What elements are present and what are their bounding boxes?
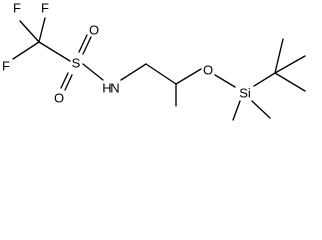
fluorine-atom-label: F	[41, 0, 49, 15]
bond-tertbutyl-to-right-methyl	[274, 55, 306, 74]
bond-nitrogen-to-ch2	[120, 63, 147, 81]
bond-cf3-to-sulfur	[38, 41, 71, 62]
bond-sulfur-to-oxygen-top-b	[82, 36, 92, 55]
bond-sulfur-to-nitrogen	[82, 63, 104, 81]
bond-sulfur-to-oxygen-bottom-b	[64, 74, 73, 91]
bond-cf3-to-f-top-left	[19, 20, 40, 43]
bond-silicon-to-tertbutyl-carbon	[253, 72, 276, 87]
bond-ch-to-ether-oxygen	[175, 68, 202, 85]
bond-silicon-to-methyl-right	[251, 100, 271, 119]
bond-cf3-to-f-top-right	[38, 17, 46, 43]
chemical-structure-diagram: F F F S O O N H O Si	[2, 0, 306, 121]
bond-cf3-to-f-left	[12, 41, 40, 60]
bond-ether-oxygen-to-silicon	[214, 74, 236, 88]
silicon-atom-label: Si	[239, 85, 251, 100]
hydrogen-atom-label: H	[102, 80, 111, 95]
ether-oxygen-label: O	[203, 62, 213, 77]
fluorine-atom-label: F	[13, 0, 21, 15]
bond-ch2-to-ch	[145, 63, 177, 85]
bond-sulfur-to-oxygen-bottom-a	[60, 72, 69, 89]
sulfonyl-oxygen-label: O	[89, 22, 99, 37]
fluorine-atom-label: F	[2, 58, 10, 73]
nitrogen-atom-label: N	[110, 80, 119, 95]
bond-lines	[12, 17, 306, 121]
atom-labels: F F F S O O N H O Si	[2, 0, 251, 105]
bond-sulfur-to-oxygen-top-a	[78, 34, 88, 53]
bond-tertbutyl-to-top-methyl	[274, 38, 284, 74]
bond-tertbutyl-to-lower-methyl	[274, 72, 306, 92]
sulfur-atom-label: S	[72, 55, 81, 70]
sulfonyl-oxygen-label: O	[54, 90, 64, 105]
bond-silicon-to-methyl-left	[232, 100, 241, 121]
chemical-structure-canvas: F F F S O O N H O Si	[2, 0, 306, 121]
